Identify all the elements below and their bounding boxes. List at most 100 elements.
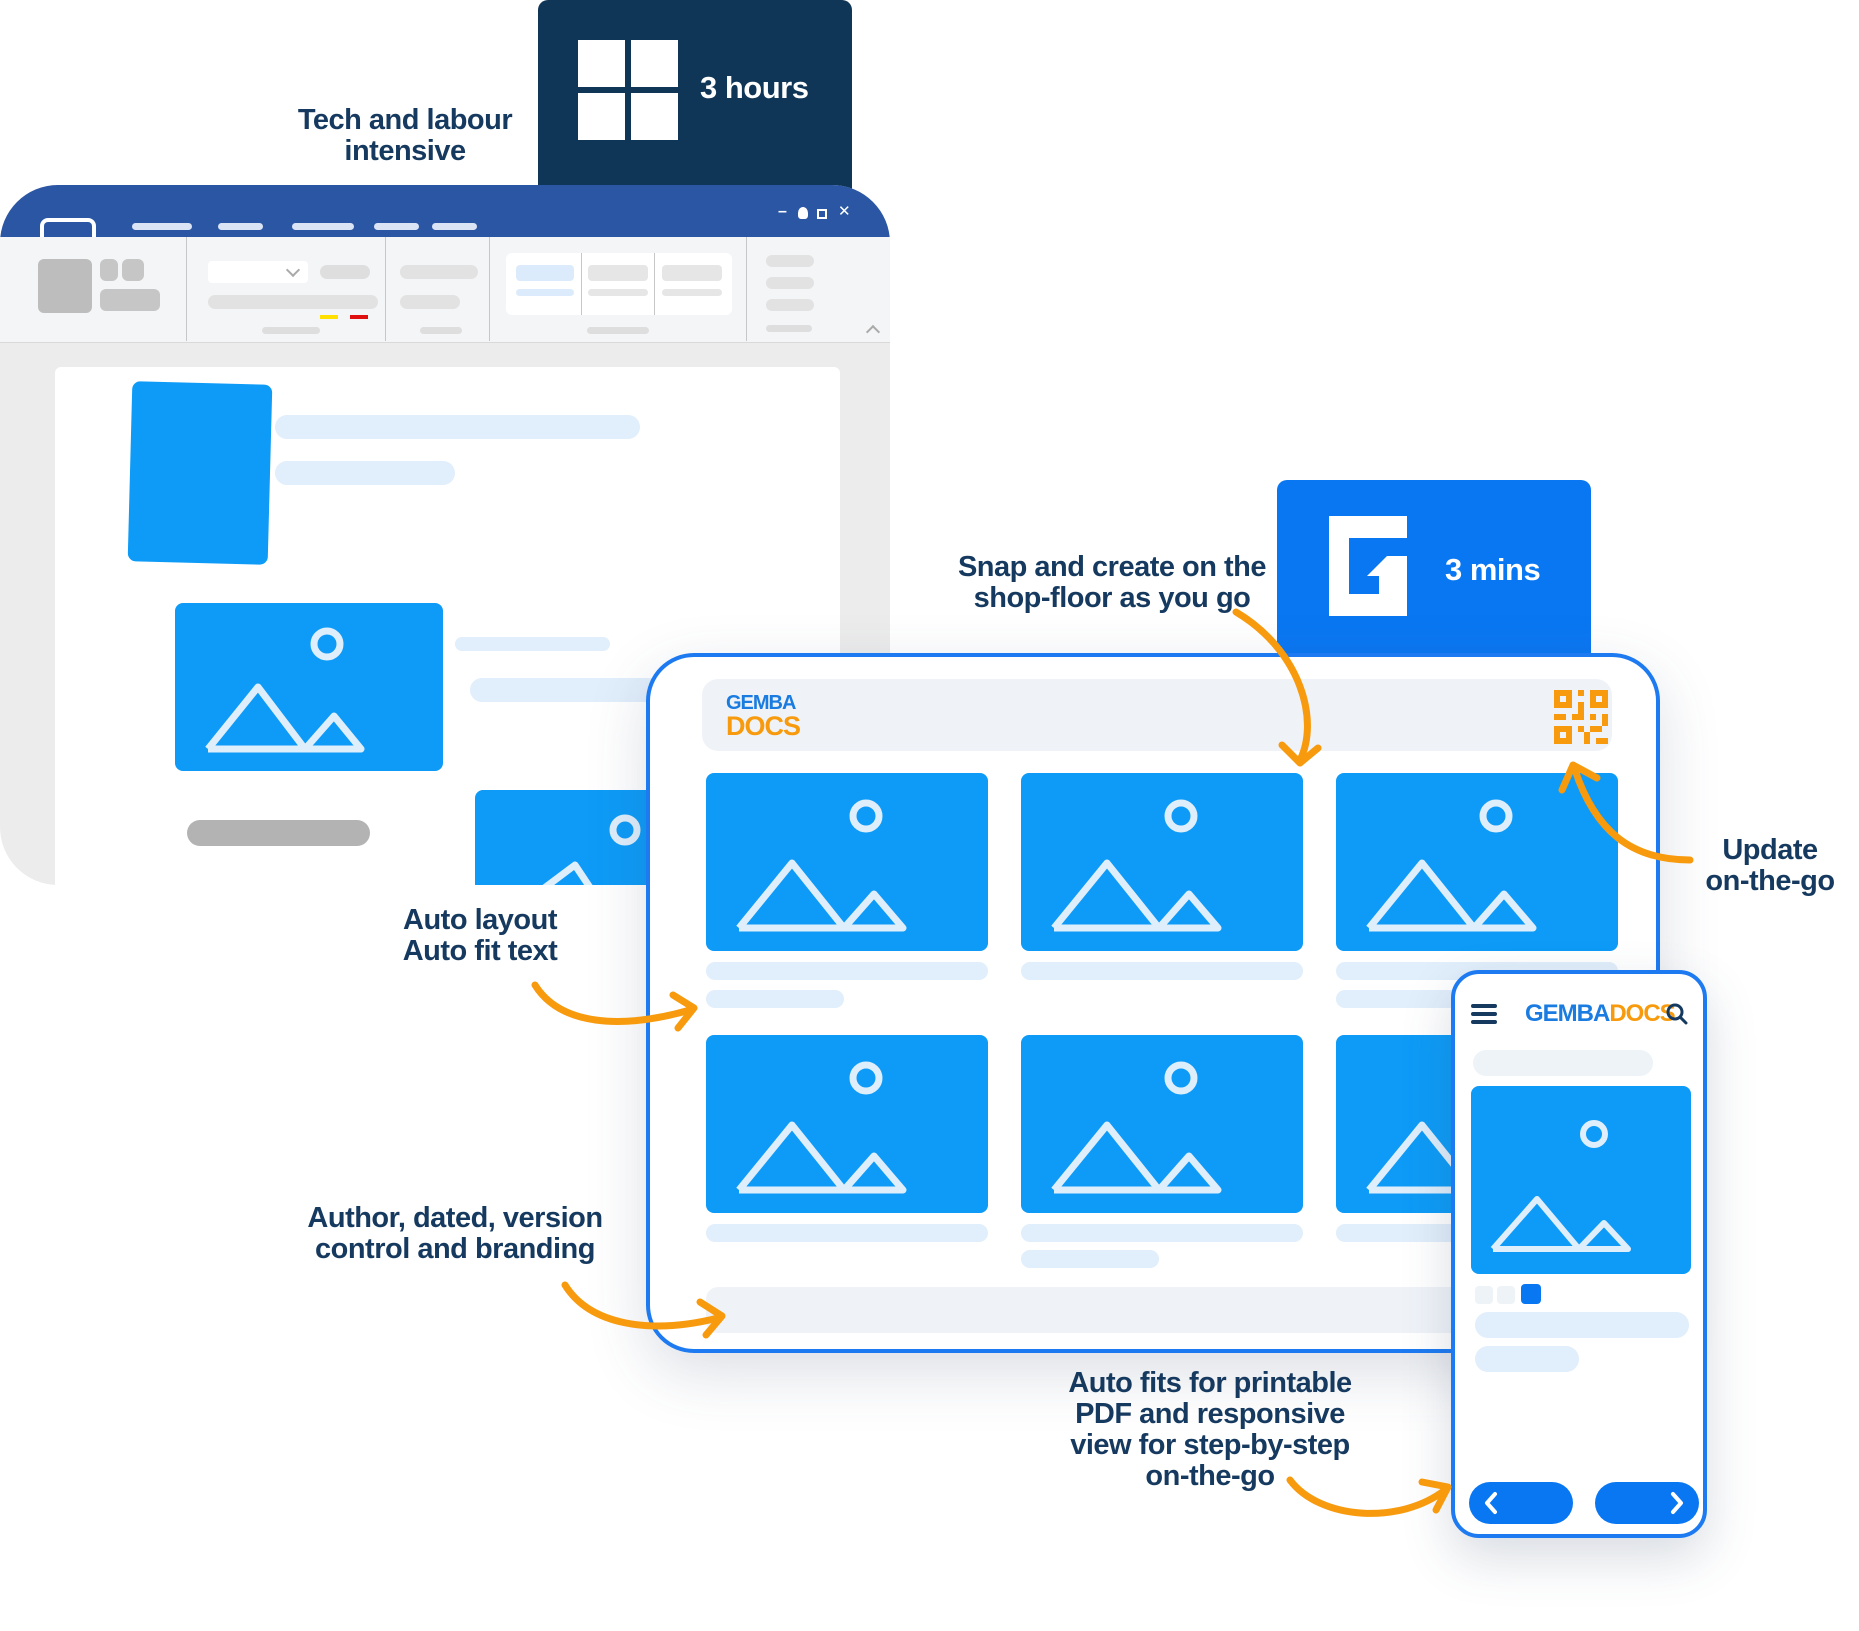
logo-bottom: DOCS <box>726 711 801 741</box>
gemba-phone: GEMBADOCS <box>1451 970 1707 1538</box>
arrow-snap-head <box>1278 741 1322 767</box>
image-caption-line <box>706 962 988 980</box>
tablet-image-2[interactable] <box>1021 773 1303 951</box>
ribbon-group-label <box>262 327 320 334</box>
highlight-color-swatch[interactable] <box>320 315 338 319</box>
mountain-image-icon <box>1336 773 1618 951</box>
phone-step-image[interactable] <box>1471 1086 1691 1274</box>
search-icon[interactable] <box>1665 1002 1689 1026</box>
format-buttons[interactable] <box>208 295 378 309</box>
document-title-line <box>275 415 640 439</box>
ribbon-clipboard-small-2[interactable] <box>122 259 144 281</box>
gallery-divider <box>654 253 655 315</box>
document-image-2 <box>475 790 675 885</box>
menu-item-1[interactable] <box>132 223 192 230</box>
restore-window-icon[interactable] <box>817 209 827 219</box>
phone-text-line <box>1475 1312 1689 1338</box>
gembadocs-logo[interactable]: GEMBA DOCS <box>726 692 801 741</box>
logo-top: GEMBA <box>726 692 796 714</box>
ribbon-divider <box>746 237 747 341</box>
mountain-image-icon <box>706 1035 988 1213</box>
pager-dot-active[interactable] <box>1521 1284 1541 1304</box>
legacy-time-badge: 3 hours <box>538 0 852 200</box>
paragraph-buttons[interactable] <box>400 265 478 279</box>
document-text-line <box>470 678 660 702</box>
menu-item-3[interactable] <box>292 223 354 230</box>
ribbon-divider <box>186 237 187 341</box>
arrow-auto-fits-head <box>1418 1478 1452 1514</box>
menu-item-5[interactable] <box>432 223 477 230</box>
ribbon-divider <box>385 237 386 341</box>
image-caption-line <box>1336 990 1474 1008</box>
styles-gallery[interactable] <box>506 253 732 315</box>
document-text-line <box>455 637 610 651</box>
chevron-left-icon <box>1485 1492 1497 1514</box>
next-step-button[interactable] <box>1595 1482 1699 1524</box>
style-heading-2[interactable] <box>662 265 722 281</box>
style-heading-1[interactable] <box>588 265 648 281</box>
style-heading-2-underline <box>662 289 722 296</box>
menu-item-4[interactable] <box>374 223 419 230</box>
ribbon-group-label <box>766 325 812 332</box>
image-caption-line <box>1021 962 1303 980</box>
mobile-gembadocs-logo[interactable]: GEMBADOCS <box>1525 1000 1676 1027</box>
font-select[interactable] <box>208 261 308 283</box>
pager-dot[interactable] <box>1475 1286 1493 1304</box>
auto-layout-caption: Auto layout Auto fit text <box>402 904 558 967</box>
tablet-header: GEMBA DOCS <box>702 679 1612 751</box>
arrow-auto-fits <box>1286 1476 1449 1517</box>
image-caption-line <box>1021 1250 1159 1268</box>
hamburger-menu-icon[interactable] <box>1471 1004 1497 1024</box>
pager-dot[interactable] <box>1497 1286 1515 1304</box>
style-normal[interactable] <box>516 265 574 281</box>
font-size-select[interactable] <box>320 265 370 279</box>
mountain-image-icon <box>1021 1035 1303 1213</box>
ribbon-group-label <box>587 327 649 334</box>
file-tab-icon <box>40 218 96 237</box>
font-color-swatch[interactable] <box>350 315 368 319</box>
mountain-image-icon <box>175 603 443 771</box>
windows-logo-icon <box>578 40 678 140</box>
phone-title-line <box>1473 1050 1653 1076</box>
editing-button-3[interactable] <box>766 299 814 311</box>
arrow-update <box>1571 766 1694 864</box>
gemba-tablet: GEMBA DOCS <box>646 653 1660 1353</box>
document-caption-line <box>187 820 370 846</box>
mountain-image-icon <box>1471 1086 1691 1274</box>
style-normal-underline <box>516 289 574 296</box>
paragraph-buttons-2[interactable] <box>400 295 460 309</box>
update-caption: Update on-the-go <box>1705 834 1835 897</box>
mountain-image-icon <box>706 773 988 951</box>
tablet-image-4[interactable] <box>706 1035 988 1213</box>
ribbon-group-label <box>420 327 462 334</box>
qr-code-icon[interactable] <box>1554 690 1608 744</box>
style-heading-1-underline <box>588 289 648 296</box>
editing-button-1[interactable] <box>766 255 814 267</box>
lightbulb-icon[interactable] <box>798 207 808 219</box>
gemba-time-label: 3 mins <box>1445 552 1541 587</box>
tablet-image-1[interactable] <box>706 773 988 951</box>
image-caption-line <box>1021 1224 1303 1242</box>
image-caption-line <box>706 1224 988 1242</box>
auto-fits-caption: Auto fits for printable PDF and responsi… <box>1068 1367 1352 1492</box>
document-subtitle-line <box>275 461 455 485</box>
window-close-button[interactable]: ✕ <box>838 203 851 220</box>
ribbon-clipboard-small-1[interactable] <box>100 259 118 281</box>
arrow-auto-layout <box>531 981 694 1025</box>
image-caption-line <box>706 990 844 1008</box>
previous-step-button[interactable] <box>1469 1482 1573 1524</box>
window-minimize-button[interactable]: – <box>778 203 787 220</box>
editing-button-2[interactable] <box>766 277 814 289</box>
author-caption: Author, dated, version control and brand… <box>307 1202 603 1265</box>
legacy-titlebar: – ✕ <box>0 185 890 237</box>
document-image-1 <box>175 603 443 771</box>
mountain-image-icon <box>1021 773 1303 951</box>
ribbon-paste-button[interactable] <box>38 259 92 313</box>
phone-text-line <box>1475 1346 1579 1372</box>
tablet-image-5[interactable] <box>1021 1035 1303 1213</box>
tablet-image-3[interactable] <box>1336 773 1618 951</box>
ribbon-clipboard-wide[interactable] <box>100 289 160 311</box>
menu-item-2[interactable] <box>218 223 263 230</box>
arrow-update-head <box>1558 761 1601 794</box>
